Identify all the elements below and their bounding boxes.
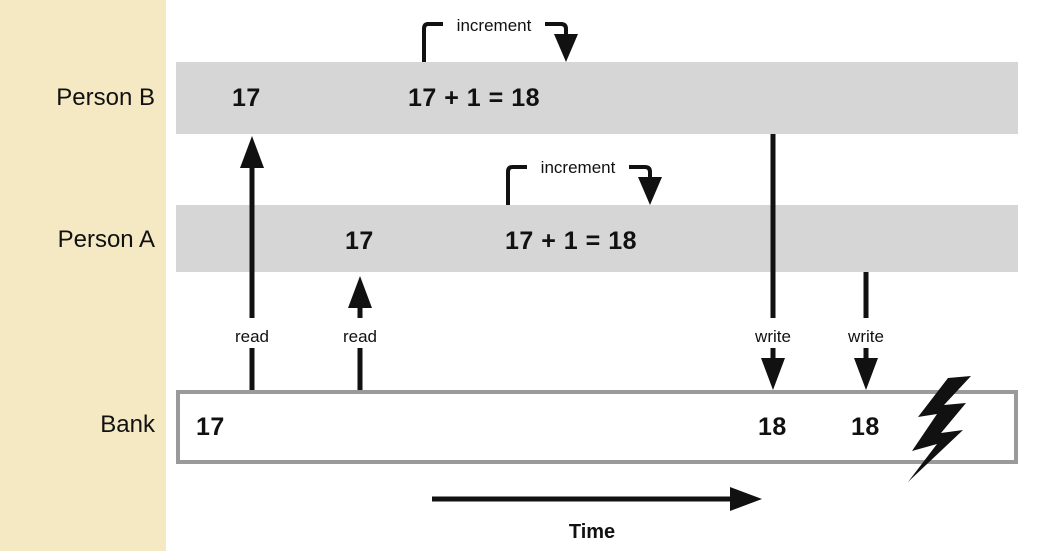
annotation-write-2: write bbox=[848, 327, 884, 346]
value-person-a-expression: 17 + 1 = 18 bbox=[505, 227, 638, 255]
annotation-write-1: write bbox=[755, 327, 791, 346]
lane-person-b bbox=[176, 62, 1018, 134]
annotation-increment-person-a: increment bbox=[540, 158, 616, 177]
arrow-right-icon-time-axis bbox=[432, 487, 762, 511]
annotation-increment-person-b: increment bbox=[456, 16, 532, 35]
row-label-person-b: Person B bbox=[56, 84, 155, 111]
value-person-b-expression: 17 + 1 = 18 bbox=[408, 84, 541, 112]
value-person-a-read: 17 bbox=[345, 227, 374, 255]
annotation-read-2: read bbox=[342, 327, 378, 346]
time-axis-label: Time bbox=[568, 521, 616, 543]
annotation-read-1: read bbox=[234, 327, 270, 346]
value-bank-after-write-2: 18 bbox=[851, 413, 880, 441]
bank-account-box bbox=[176, 390, 1018, 464]
value-person-b-read: 17 bbox=[232, 84, 261, 112]
row-label-sidebar bbox=[0, 0, 166, 551]
lane-person-a bbox=[176, 205, 1018, 272]
row-label-bank: Bank bbox=[100, 411, 155, 438]
row-label-person-a: Person A bbox=[57, 226, 155, 253]
value-bank-initial: 17 bbox=[196, 413, 225, 441]
value-bank-after-write-1: 18 bbox=[758, 413, 787, 441]
